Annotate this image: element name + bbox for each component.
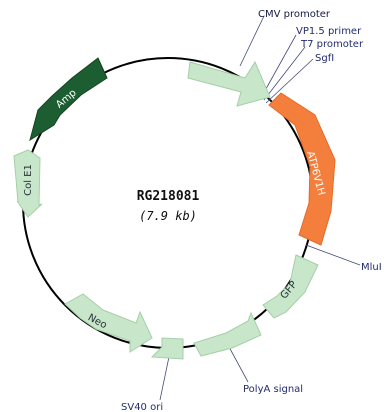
sv40-ori-arrow xyxy=(150,337,184,360)
annotation-t7-promoter: T7 promoter xyxy=(300,39,364,50)
feature-amp: Amp xyxy=(29,57,108,142)
feature-gfp: GFP xyxy=(262,254,319,319)
feature-atp6v1h: ATP6V1H xyxy=(268,92,336,246)
leader-lines xyxy=(159,15,361,401)
annotation-mlui: MluI xyxy=(361,262,382,273)
plasmid-size: (7.9 kb) xyxy=(139,209,197,223)
annotation-sgfi: SgfI xyxy=(315,53,334,64)
annotation-cmv-promoter: CMV promoter xyxy=(258,9,331,20)
cmv-promoter-arrow xyxy=(187,60,271,107)
annotation-vp15-primer: VP1.5 primer xyxy=(296,26,362,37)
atp6v1h-arrow xyxy=(268,92,336,246)
feature-polya xyxy=(193,311,262,357)
polya-arrow xyxy=(193,311,262,357)
feature-sv40-ori xyxy=(150,337,184,360)
plasmid-name: RG218081 xyxy=(137,189,200,204)
gfp-arrow xyxy=(262,254,319,319)
feature-col-e1: Col E1 xyxy=(13,149,43,218)
annotation-sv40-ori: SV40 ori xyxy=(121,402,163,412)
col-e1-arrow xyxy=(13,149,43,218)
col-e1-label: Col E1 xyxy=(23,164,34,196)
neo-arrow xyxy=(64,293,153,353)
feature-neo: Neo xyxy=(64,293,153,353)
annotation-polya-signal: PolyA signal xyxy=(243,384,303,395)
feature-cmv-promoter xyxy=(187,60,271,107)
amp-arrow xyxy=(29,57,108,142)
